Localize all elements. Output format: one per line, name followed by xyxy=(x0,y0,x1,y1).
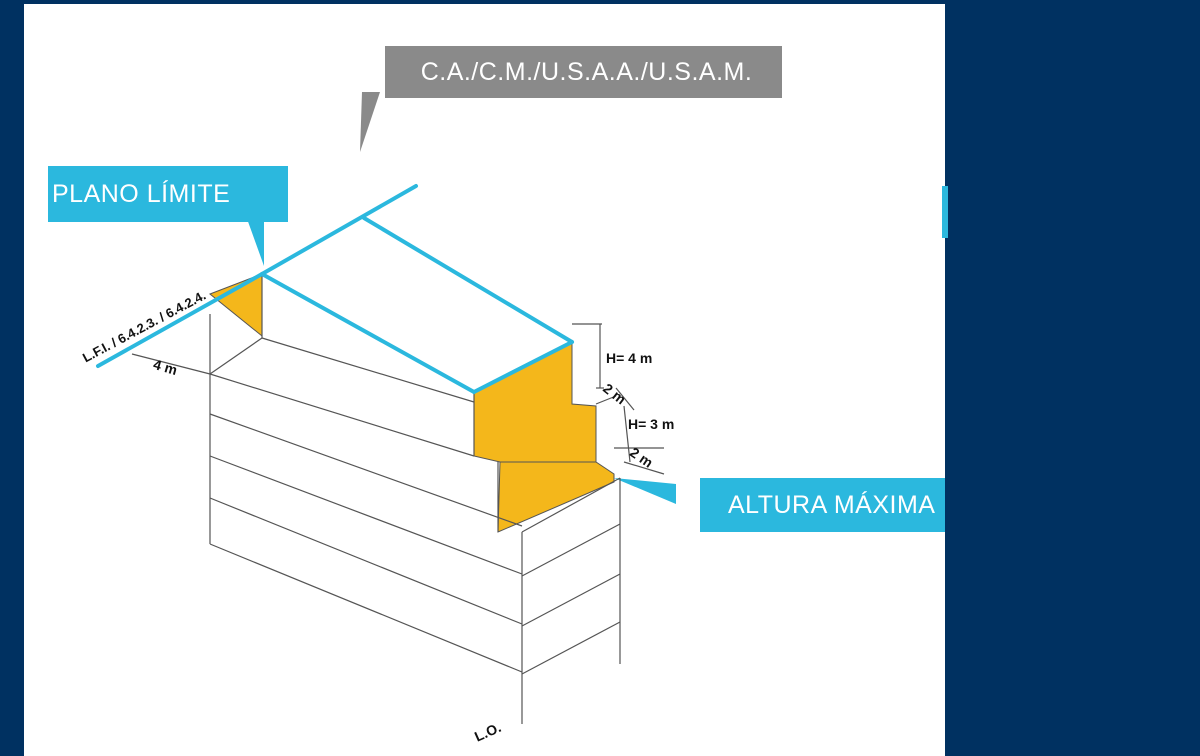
uso-callout: C.A./C.M./U.S.A.A./U.S.A.M. xyxy=(385,46,782,98)
plano-limite-callout: PLANO LÍMITE xyxy=(48,166,288,222)
building-lines xyxy=(131,274,665,724)
gray-callout-pointer xyxy=(360,92,380,152)
plano-callout-pointer xyxy=(246,216,264,266)
altura-callout-pointer xyxy=(614,478,676,504)
upper-tier-face xyxy=(473,341,597,463)
lower-tier-face xyxy=(497,461,615,533)
front-setback-fill xyxy=(209,273,263,338)
orange-volumes xyxy=(209,273,615,533)
plano-limite-lines xyxy=(96,184,574,394)
diagram-panel: C.A./C.M./U.S.A.A./U.S.A.M. PLANO LÍMITE… xyxy=(24,4,945,756)
h2-label: H= 3 m xyxy=(628,416,675,432)
altura-maxima-callout: ALTURA MÁXIMA xyxy=(700,478,945,532)
side-tab xyxy=(942,186,948,238)
h1-label: H= 4 m xyxy=(606,350,653,366)
building-diagram xyxy=(96,92,676,724)
